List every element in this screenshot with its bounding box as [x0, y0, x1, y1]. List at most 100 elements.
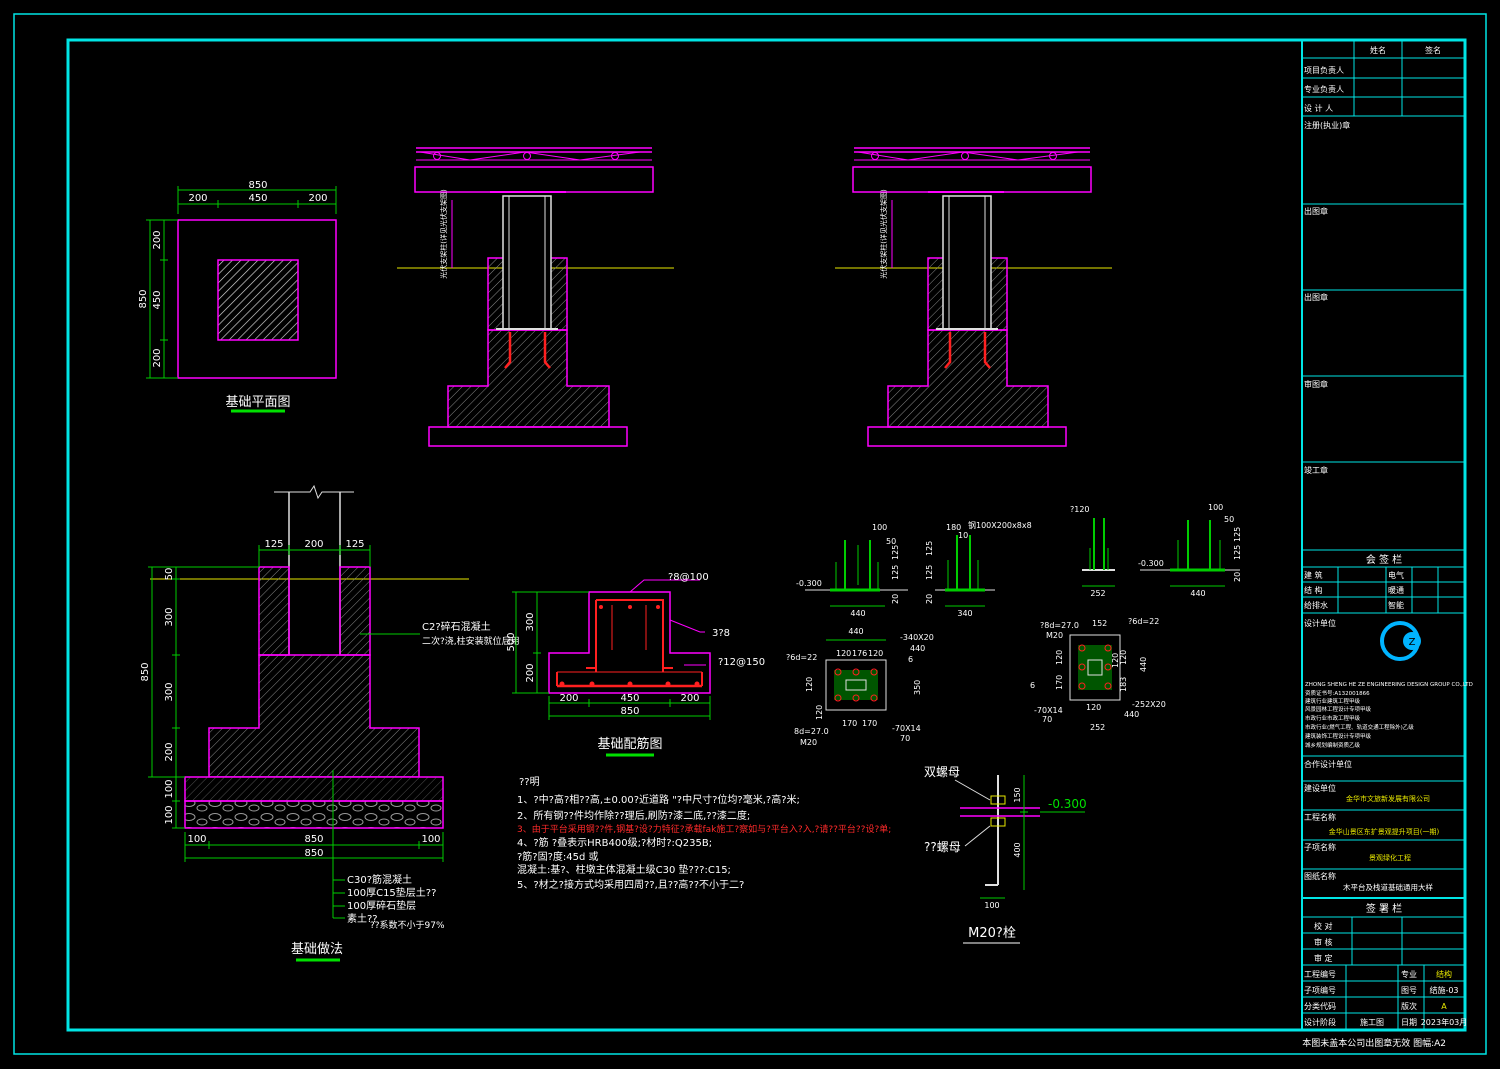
section-left: 光伏支架柱(详见光伏支架图)	[397, 147, 674, 447]
tb-drawing: 木平台及栈道基础通用大样	[1343, 882, 1433, 892]
tb-seal-5: 竣工章	[1304, 465, 1328, 475]
foundation-detail: 125 200 125 850 50 300 300 200 100 100 1…	[140, 484, 520, 962]
tb-info-4a: 设计阶段	[1304, 1017, 1336, 1027]
bolt-nut: ??螺母	[924, 840, 961, 854]
tb-cert-7: 城乡规划编制资质乙级	[1305, 741, 1361, 749]
be-label-9: 183	[1119, 677, 1128, 692]
tb-coop-unit: 合作设计单位	[1304, 759, 1352, 769]
ba-label-3: 440	[910, 644, 925, 653]
be-dim-6: 120	[1086, 703, 1101, 712]
fd-layer-5: ??系数不小于97%	[370, 919, 445, 931]
ba-plan-dim-4: 120	[868, 649, 883, 658]
rf-stirrup: ?8@100	[668, 572, 709, 583]
design-notes: ??明 1、?中?高?相??高,±0.00?近道路 "?中尺寸?位均?毫米,?高…	[517, 776, 891, 891]
title-block: 姓名 签名 项目负责人 专业负责人 设 计 人 注册(执业)章 出图章 出图章 …	[1301, 40, 1473, 1030]
be-dim-7: 252	[1090, 723, 1105, 732]
bc-bottom: 252	[1090, 589, 1105, 598]
be-label-2: ?8d=27.0	[1040, 621, 1079, 630]
fd-left-dim-5: 100	[164, 779, 175, 798]
rf-bottom-total: 850	[620, 706, 639, 717]
tb-cs-2b: 暖通	[1388, 585, 1404, 595]
ba-label-7: 120	[805, 677, 814, 692]
fd-top-dim-1: 125	[264, 539, 283, 550]
tb-seal-2: 出图章	[1304, 206, 1328, 216]
bolt-title: M20?栓	[968, 926, 1016, 941]
fd-layer-1: C30?筋混凝土	[347, 873, 412, 886]
plan-left-dim-2: 450	[152, 290, 163, 309]
company-logo: Z	[1380, 621, 1421, 661]
section-left-label: 光伏支架柱(详见光伏支架图)	[439, 189, 448, 279]
be-dim-5: 440	[1139, 657, 1148, 672]
bb-side-1: 125	[925, 565, 934, 580]
plan-top-dim-3: 200	[308, 193, 327, 204]
tb-info-2d: 结施-03	[1429, 985, 1458, 995]
be-dim-1: 152	[1092, 619, 1107, 628]
ba-label-4: 6	[908, 655, 913, 664]
ba-plan-dim-6: 170	[862, 719, 877, 728]
tb-countersign: 会 签 栏	[1366, 553, 1402, 566]
tb-info-1a: 工程编号	[1304, 969, 1336, 979]
fd-layer-3: 100厚碎石垫层	[347, 899, 416, 912]
fd-left-dim-2: 300	[164, 607, 175, 626]
footer-note: 本图未盖本公司出图章无效 图幅:A2	[1302, 1037, 1446, 1049]
be-label-8: 440	[1124, 710, 1139, 719]
rf-long-bar: 3?8	[712, 628, 730, 639]
rf-bottom-dim-1: 200	[559, 693, 578, 704]
svg-text:Z: Z	[1409, 637, 1416, 648]
ba-bottom: 440	[850, 609, 865, 618]
tb-cert-1: 资质证书号:A132001866	[1305, 689, 1370, 697]
bb-side-2: 125	[925, 541, 934, 556]
tb-cert-5: 市政行业(燃气工程、轨道交通工程除外)乙级	[1305, 723, 1414, 731]
bolt-elev: -0.300	[1048, 797, 1087, 811]
rf-left-dim-1: 300	[525, 612, 536, 631]
tb-project: 金华山景区东扩景观提升项目(一期)	[1329, 827, 1440, 836]
plan-top-dim-1: 200	[188, 193, 207, 204]
tb-role-3: 设 计 人	[1304, 103, 1333, 113]
be-label-6: 70	[1042, 715, 1052, 724]
base-plate-a: 100 50 -0.300 125 125 20 440 440 120 176…	[786, 523, 934, 747]
tb-cs-1a: 建 筑	[1304, 570, 1323, 580]
tb-role-1: 项目负责人	[1304, 65, 1344, 75]
tb-design-unit: 设计单位	[1304, 618, 1336, 628]
tb-role-2: 专业负责人	[1304, 84, 1344, 94]
fd-layer-4: 素土??	[347, 912, 378, 925]
tb-cert-4: 市政行业市政工程甲级	[1305, 714, 1361, 722]
ba-plan-dim-5: 170	[842, 719, 857, 728]
tb-cs-3a: 给排水	[1304, 600, 1328, 610]
rf-bottom-dim-2: 450	[620, 693, 639, 704]
rf-left-dim-2: 200	[525, 663, 536, 682]
bd-top-2: 50	[1224, 515, 1234, 524]
tb-sign-3: 审 定	[1314, 953, 1333, 963]
notes-line-4: 4、?筋 ?叠表示HRB400级;?材时?:Q235B;	[517, 836, 712, 849]
notes-line-3: 3、由于平台采用钢??件,钢基?设?力特征?承载fak施工?察如与?平台入?入,…	[517, 823, 891, 835]
plan-left-total: 850	[138, 289, 149, 308]
ba-label-6: 70	[900, 734, 910, 743]
notes-line-2: 2、所有钢??件均作除??理后,刷防?漆二底,??漆二度;	[517, 809, 750, 822]
ba-side-2: 125	[891, 545, 900, 560]
tb-info-2c: 图号	[1401, 986, 1417, 995]
plan-left-dim-1: 200	[152, 230, 163, 249]
bb-section: 钢100X200x8x8	[968, 520, 1032, 530]
fd-grout-note-1: C2?碎石混凝土	[422, 620, 491, 633]
fd-left-dim-6: 100	[164, 805, 175, 824]
rf-left-total: 500	[506, 632, 517, 651]
base-plate-c: ?120 252	[1070, 505, 1115, 598]
tb-cs-2a: 结 构	[1304, 585, 1323, 595]
rf-title: 基础配筋图	[597, 736, 662, 752]
notes-line-6: 混凝土:基?、柱墩主体混凝土级C30 垫???:C15;	[517, 863, 731, 876]
ba-side-1: 125	[891, 565, 900, 580]
plan-title: 基础平面图	[225, 395, 290, 410]
tb-owner-label: 建设单位	[1304, 783, 1336, 793]
tb-info-1c: 专业	[1401, 969, 1417, 979]
fd-left-dim-1: 50	[164, 568, 175, 581]
inner-frame	[66, 38, 1467, 1032]
notes-line-5: ?筋?固?度:45d 或	[517, 850, 599, 863]
be-label-10: 120	[1111, 653, 1120, 668]
plan-top-dim-2: 450	[248, 193, 267, 204]
fd-left-dim-4: 200	[164, 742, 175, 761]
ba-plan-dim-3: 176	[852, 649, 867, 658]
bb-bottom: 340	[957, 609, 972, 618]
bc-top: ?120	[1070, 505, 1090, 514]
ba-label-9: 350	[913, 680, 922, 695]
